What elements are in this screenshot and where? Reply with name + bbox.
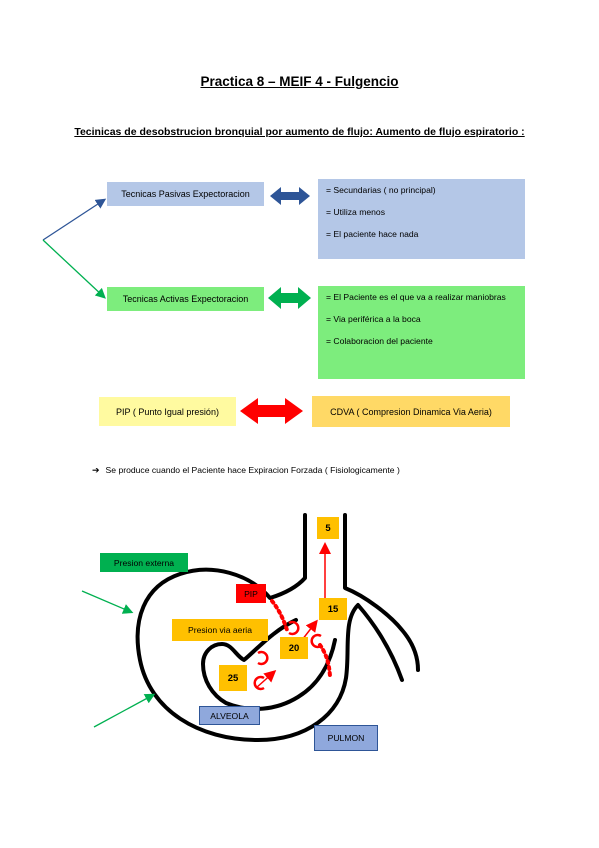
activas-point: = Colaboracion del paciente xyxy=(326,336,433,346)
external-pressure-arrow-1 xyxy=(81,590,134,614)
double-arrow-red xyxy=(240,398,303,424)
activas-info-box: = El Paciente es el que va a realizar ma… xyxy=(318,286,525,379)
pip-label: PIP ( Punto Igual presión) xyxy=(116,406,219,417)
pressure-value: 5 xyxy=(317,517,339,539)
pasivas-info-box: = Secundarias ( no principal) = Utiliza … xyxy=(318,179,525,259)
alveola-label: ALVEOLA xyxy=(199,706,260,725)
activas-point: = El Paciente es el que va a realizar ma… xyxy=(326,292,506,302)
note-line: ➔ Se produce cuando el Paciente hace Expi… xyxy=(92,465,400,476)
arrow-right-icon: ➔ xyxy=(92,465,100,475)
note-text: Se produce cuando el Paciente hace Expir… xyxy=(105,465,400,475)
tecnicas-activas-box: Tecnicas Activas Expectoracion xyxy=(107,287,264,311)
branch-arrow-up xyxy=(42,198,107,241)
presion-externa-label: Presion externa xyxy=(100,553,188,572)
tecnicas-activas-label: Tecnicas Activas Expectoracion xyxy=(122,294,249,304)
pasivas-point: = Secundarias ( no principal) xyxy=(326,185,436,195)
lung-outline xyxy=(135,513,420,742)
cdva-box: CDVA ( Compresion Dinamica Via Aeria) xyxy=(312,396,510,427)
pasivas-point: = El paciente hace nada xyxy=(326,229,419,239)
pressure-value: 15 xyxy=(319,598,347,620)
page-subtitle: Tecinicas de desobstrucion bronquial por… xyxy=(74,126,525,138)
double-arrow-blue xyxy=(270,187,310,205)
pip-dotted-line-1 xyxy=(270,599,289,632)
compression-marks xyxy=(253,620,322,691)
branch-arrow-down xyxy=(42,239,106,299)
cdva-label: CDVA ( Compresion Dinamica Via Aeria) xyxy=(330,406,492,417)
pasivas-point: = Utiliza menos xyxy=(326,207,385,217)
pulmon-label: PULMON xyxy=(314,725,378,751)
pip-diagram-label: PIP xyxy=(236,584,266,603)
page-title: Practica 8 – MEIF 4 - Fulgencio xyxy=(200,74,399,89)
pip-box: PIP ( Punto Igual presión) xyxy=(99,397,236,426)
tecnicas-pasivas-label: Tecnicas Pasivas Expectoracion xyxy=(121,189,250,199)
pressure-value: 20 xyxy=(280,637,308,659)
external-pressure-arrow-2 xyxy=(93,693,156,728)
flow-arrow-1 xyxy=(255,670,277,689)
activas-point: = Via periférica a la boca xyxy=(326,314,421,324)
pressure-value: 25 xyxy=(219,665,247,691)
pip-dotted-line-2 xyxy=(318,643,332,678)
double-arrow-green xyxy=(268,287,311,309)
presion-via-aeria-label: Presion via aeria xyxy=(172,619,268,641)
tecnicas-pasivas-box: Tecnicas Pasivas Expectoracion xyxy=(107,182,264,206)
